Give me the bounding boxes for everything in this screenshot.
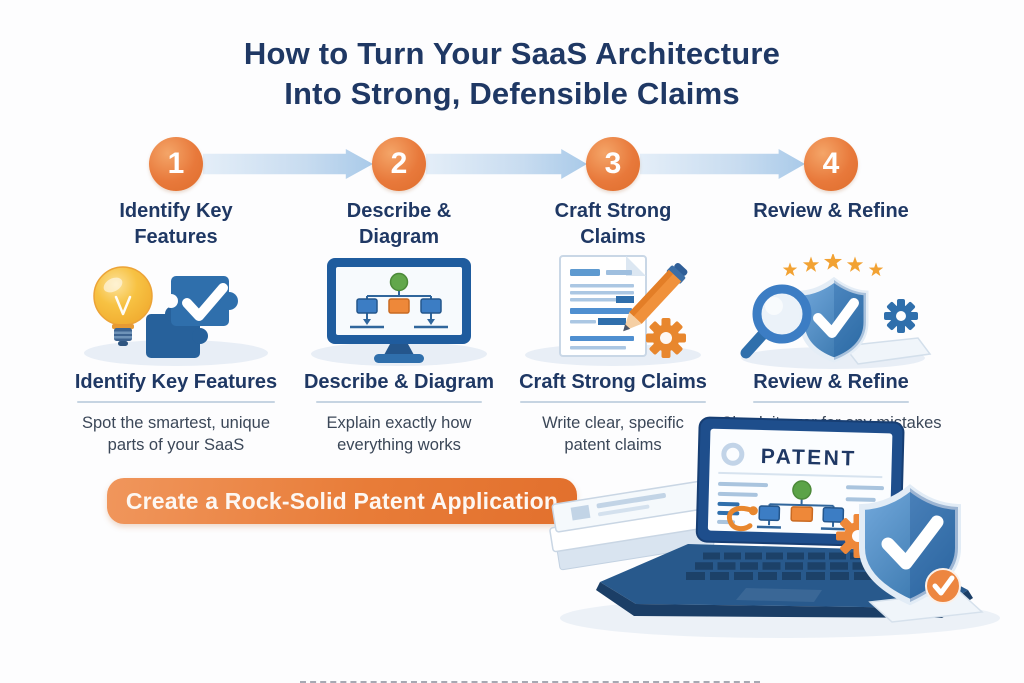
shield xyxy=(799,276,869,363)
stars xyxy=(782,254,884,277)
screen-flowchart xyxy=(727,480,845,532)
step-column-3: 3 Craft Strong Claims xyxy=(498,137,728,456)
step-3-description: Write clear, specific patent claims xyxy=(542,414,684,454)
step-4-lower-heading: Review & Refine xyxy=(753,371,909,393)
magnifier-shield-stars-icon xyxy=(716,254,946,370)
check-badge xyxy=(925,568,961,604)
step-4-top-heading: Review & Refine xyxy=(753,200,909,222)
divider xyxy=(753,401,909,403)
page-title-line1: How to Turn Your SaaS Architecture xyxy=(243,36,781,71)
step-1-lower-heading: Identify Key Features xyxy=(74,371,278,393)
step-2-lower-heading: Describe & Diagram xyxy=(303,371,495,393)
puzzle-pieces xyxy=(146,276,238,358)
step-1-number-badge: 1 xyxy=(149,137,203,191)
step-4-number-badge: 4 xyxy=(804,137,858,191)
lightbulb xyxy=(93,266,153,346)
step-2-description: Explain exactly how everything works xyxy=(326,414,472,454)
document-pencil-gear-icon xyxy=(498,254,728,370)
step-column-2: 2 Describe & Diagram xyxy=(284,137,514,456)
magnifier xyxy=(740,284,812,359)
monitor-flowchart-icon xyxy=(284,254,514,370)
step-3-number-badge: 3 xyxy=(586,137,640,191)
page-title-line2: Into Strong, Defensible Claims xyxy=(284,76,740,111)
step-column-1: 1 Identify Key Features xyxy=(61,137,291,456)
divider xyxy=(520,401,706,403)
divider xyxy=(300,681,760,683)
step-arrow-3-icon xyxy=(640,149,805,179)
gear xyxy=(646,318,686,358)
step-3-top-heading: Craft Strong Claims xyxy=(554,200,672,248)
page-title: How to Turn Your SaaS Architecture Into … xyxy=(0,34,1024,114)
step-1-top-heading: Identify Key Features xyxy=(119,200,233,248)
laptop-screen-title: PATENT xyxy=(761,445,857,471)
step-3-lower-heading: Craft Strong Claims xyxy=(519,371,707,393)
paper-stack xyxy=(549,480,715,571)
step-arrow-2-icon xyxy=(426,149,587,179)
pencil xyxy=(623,262,688,332)
lightbulb-puzzle-icon xyxy=(61,254,291,370)
step-column-4: 4 Review & Refine xyxy=(716,137,946,434)
laptop-screen: PATENT xyxy=(695,416,905,548)
laptop-patent-illustration: PATENT xyxy=(540,412,1012,653)
divider xyxy=(316,401,482,403)
step-2-number-badge: 2 xyxy=(372,137,426,191)
create-patent-application-button[interactable]: Create a Rock-Solid Patent Application xyxy=(107,478,577,524)
step-arrow-1-icon xyxy=(203,149,373,179)
gear xyxy=(884,299,918,333)
divider xyxy=(77,401,275,403)
step-1-description: Spot the smartest, unique parts of your … xyxy=(81,414,271,454)
step-2-top-heading: Describe & Diagram xyxy=(346,200,452,248)
